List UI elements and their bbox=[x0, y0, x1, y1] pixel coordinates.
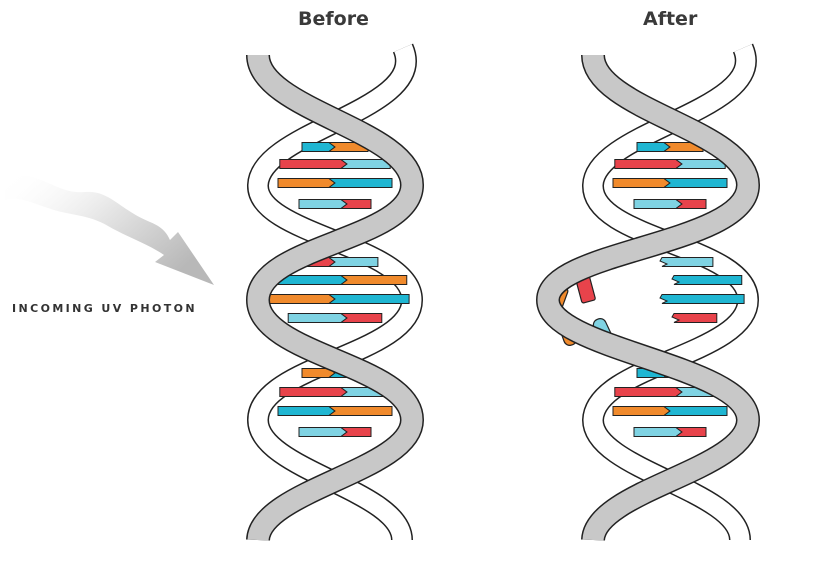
base-right bbox=[339, 199, 372, 209]
base-right bbox=[327, 406, 393, 416]
dna-helix-before bbox=[245, 43, 425, 543]
base-right bbox=[674, 199, 707, 209]
base-left bbox=[612, 178, 671, 188]
base-right bbox=[674, 159, 726, 169]
base-left bbox=[633, 199, 683, 209]
backbone-front bbox=[535, 53, 761, 543]
base-left bbox=[612, 406, 671, 416]
base-left bbox=[287, 313, 348, 323]
before-heading: Before bbox=[298, 8, 369, 30]
backbone-front bbox=[245, 53, 425, 543]
base-right bbox=[327, 294, 410, 304]
base-pairs-before bbox=[260, 142, 410, 437]
base-right bbox=[339, 159, 391, 169]
base-pairs-after bbox=[612, 142, 745, 437]
base-left bbox=[614, 159, 683, 169]
after-heading: After bbox=[643, 8, 698, 30]
base-left bbox=[277, 178, 336, 188]
base-right bbox=[674, 427, 707, 437]
base-left bbox=[279, 387, 348, 397]
base-right bbox=[327, 257, 379, 267]
base-left bbox=[614, 387, 683, 397]
base-left bbox=[633, 427, 683, 437]
dna-helix-after bbox=[535, 43, 761, 543]
backbone-back bbox=[581, 43, 760, 542]
base-right bbox=[339, 275, 408, 285]
base-left bbox=[260, 294, 336, 304]
base-left bbox=[298, 199, 348, 209]
base-left bbox=[279, 159, 348, 169]
base-right bbox=[659, 294, 745, 304]
base-right bbox=[659, 257, 714, 267]
base-right bbox=[662, 178, 728, 188]
base-left bbox=[277, 406, 336, 416]
base-right bbox=[327, 178, 393, 188]
uv-photon-label: INCOMING UV PHOTON bbox=[12, 302, 197, 315]
base-right bbox=[339, 427, 372, 437]
base-right bbox=[339, 313, 383, 323]
base-right bbox=[662, 406, 728, 416]
base-right bbox=[671, 275, 743, 285]
uv-photon-arrow bbox=[5, 175, 214, 285]
backbone-back bbox=[246, 43, 424, 542]
base-right bbox=[671, 313, 718, 323]
base-left bbox=[298, 427, 348, 437]
